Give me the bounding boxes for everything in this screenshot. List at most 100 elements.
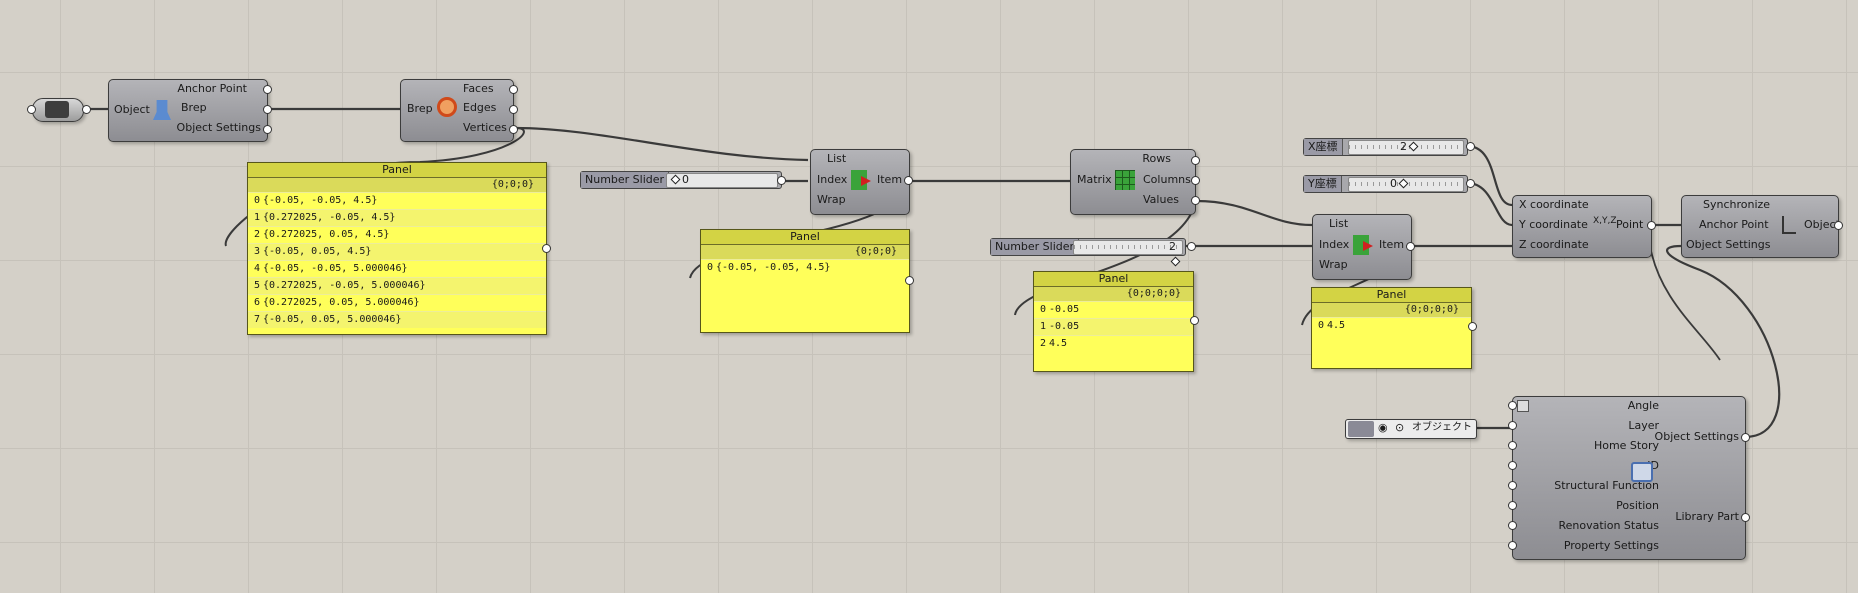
slider-y-coordinate[interactable]: Y座標 0 (1303, 175, 1468, 193)
slider-track[interactable] (1348, 140, 1464, 155)
panel-row: 0-0.05 (1034, 301, 1193, 318)
slider-handle[interactable] (1170, 256, 1181, 267)
source-input-grip[interactable] (27, 105, 36, 114)
slider-label: Number Slider (581, 172, 670, 188)
layer-stack-icon (1348, 421, 1374, 437)
panel-rows: 0{-0.05, -0.05, 4.5}1{0.272025, -0.05, 4… (248, 192, 546, 328)
slider-y-output-grip[interactable] (1466, 179, 1475, 188)
list-item-arrow-icon (1363, 241, 1373, 251)
input-z-label: Z coordinate (1519, 238, 1589, 251)
settings-input-grip[interactable] (1508, 501, 1517, 510)
row-index: 3 (253, 246, 260, 257)
slider-handle[interactable] (1408, 141, 1419, 152)
panel-vertices-output-grip[interactable] (542, 244, 551, 253)
panel-vertices[interactable]: Panel {0;0;0} 0{-0.05, -0.05, 4.5}1{0.27… (247, 162, 547, 335)
object-output-component[interactable]: Synchronize Anchor Point Object Settings… (1681, 195, 1840, 258)
deconstruct-brep-output-grip[interactable] (509, 105, 518, 114)
list-item2-output-grip[interactable] (1406, 242, 1415, 251)
deconstruct-object-output-grip[interactable] (263, 125, 272, 134)
slider1-output-grip[interactable] (777, 176, 786, 185)
layer-picker[interactable]: ◉ ⊙ オブジェクト (1345, 419, 1477, 439)
wire-y-slider (1466, 181, 1513, 227)
panel-values-output-grip[interactable] (1190, 316, 1199, 325)
panel-row: 1-0.05 (1034, 318, 1193, 335)
deconstruct-brep-output-grip[interactable] (509, 125, 518, 134)
deconstruct-object-output-grip[interactable] (263, 105, 272, 114)
input-list-label: List (827, 152, 847, 165)
construct-point-output-grip[interactable] (1647, 221, 1656, 230)
lock-icon[interactable]: ⊙ (1395, 421, 1405, 434)
wire-vertices-list (515, 126, 809, 162)
row-value: 4.5 (1327, 320, 1346, 331)
input-index-label: Index (1319, 238, 1350, 251)
panel-z-output-grip[interactable] (1468, 322, 1477, 331)
row-index: 6 (253, 297, 260, 308)
layer-picker-label: オブジェクト (1412, 422, 1472, 433)
deconstruct-object-component[interactable]: Object Anchor Point Brep Object Settings (108, 79, 268, 142)
settings-input-grip[interactable] (1508, 441, 1517, 450)
output-columns-label: Columns (1143, 173, 1191, 186)
row-value: {-0.05, -0.05, 4.5} (263, 195, 378, 206)
deconstruct-object-output-grip[interactable] (263, 85, 272, 94)
slider-label: X座標 (1304, 139, 1343, 155)
deconstruct-matrix-component[interactable]: Matrix Rows Columns Values (1070, 149, 1196, 215)
deconstruct-brep-output-grip[interactable] (509, 85, 518, 94)
number-slider-index2[interactable]: Number Slider 2 (990, 238, 1186, 267)
matrix-output-grip[interactable] (1191, 196, 1200, 205)
settings-input-grip[interactable] (1508, 401, 1517, 410)
row-value: -0.05 (1049, 304, 1080, 315)
xyz-point-icon: X,Y,Z (1593, 216, 1617, 226)
settings-input-grip[interactable] (1508, 461, 1517, 470)
source-output-grip[interactable] (82, 105, 91, 114)
output-point-label: Point (1616, 218, 1644, 231)
panel-item[interactable]: Panel {0;0;0} 0{-0.05, -0.05, 4.5} (700, 229, 910, 333)
slider-handle[interactable] (670, 174, 681, 185)
output-item-label: Item (1379, 238, 1405, 251)
panel-title: Panel (1312, 288, 1471, 303)
output-faces-label: Faces (463, 82, 494, 95)
settings-input-label: Position (1616, 499, 1659, 512)
settings-input-grip[interactable] (1508, 541, 1517, 550)
row-value: {0.272025, 0.05, 5.000046} (263, 297, 420, 308)
settings-input-grip[interactable] (1508, 421, 1517, 430)
slider-x-coordinate[interactable]: X座標 2 (1303, 138, 1468, 156)
row-index: 2 (253, 229, 260, 240)
deconstruct-brep-component[interactable]: Brep Faces Edges Vertices (400, 79, 514, 142)
list-item-component-2[interactable]: List Index Wrap Item (1312, 214, 1412, 280)
matrix-grid-icon (1115, 170, 1135, 190)
number-slider-index1[interactable]: Number Slider 0 (580, 171, 782, 189)
output-object-label: Object (1804, 218, 1840, 231)
input-brep-label: Brep (407, 102, 433, 115)
output-vertices-label: Vertices (463, 121, 507, 134)
slider2-output-grip[interactable] (1187, 242, 1196, 251)
input-wrap-label: Wrap (1319, 258, 1348, 271)
settings-input-grip[interactable] (1508, 481, 1517, 490)
slider-handle[interactable] (1398, 178, 1409, 189)
input-x-label: X coordinate (1519, 198, 1589, 211)
slider-x-output-grip[interactable] (1466, 142, 1475, 151)
settings-output-grip[interactable] (1741, 433, 1750, 442)
settings-output-grip[interactable] (1741, 513, 1750, 522)
list-item-component-1[interactable]: List Index Wrap Item (810, 149, 910, 215)
row-index: 2 (1039, 338, 1046, 349)
settings-input-grip[interactable] (1508, 521, 1517, 530)
matrix-output-grip[interactable] (1191, 176, 1200, 185)
row-index: 1 (253, 212, 260, 223)
input-wrap-label: Wrap (817, 193, 846, 206)
slider-track[interactable] (1073, 240, 1183, 255)
matrix-output-grip[interactable] (1191, 156, 1200, 165)
input-index-label: Index (817, 173, 848, 186)
list-item1-output-grip[interactable] (904, 176, 913, 185)
object-output-grip[interactable] (1834, 221, 1843, 230)
row-index: 0 (1039, 304, 1046, 315)
panel-item-output-grip[interactable] (905, 276, 914, 285)
options-toggle-icon[interactable] (1517, 400, 1529, 412)
source-building-element[interactable] (32, 98, 84, 122)
construct-point-component[interactable]: X coordinate Y coordinate Z coordinate X… (1512, 195, 1652, 258)
slider-value: 2 (1169, 239, 1185, 269)
eye-icon[interactable]: ◉ (1378, 421, 1388, 434)
